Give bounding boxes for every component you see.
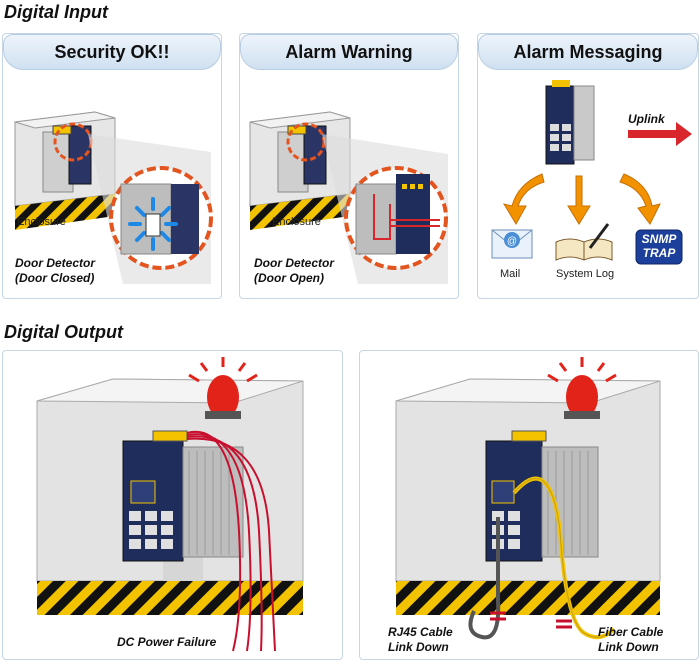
- snmp-line1: SNMP: [641, 232, 677, 246]
- system-log-icon: [555, 223, 613, 261]
- uplink-arrow: [628, 122, 692, 146]
- rj45-line1: RJ45 Cable: [388, 625, 453, 639]
- dc-power-failure-panel: DC Power Failure: [2, 350, 343, 660]
- enclosure-label-2: Enclosure: [272, 216, 321, 228]
- digital-input-title: Digital Input: [4, 2, 108, 22]
- dc-power-failure-label: DC Power Failure: [117, 635, 217, 649]
- door-detector-label-2: Door Detector (Door Open): [254, 256, 334, 286]
- alarm-messaging-panel: Alarm Messaging @ Upl: [477, 33, 699, 299]
- mail-label: Mail: [500, 268, 521, 280]
- alarm-messaging-title: Alarm Messaging: [478, 34, 698, 70]
- door-detector-label: Door Detector (Door Closed): [15, 256, 95, 286]
- rj45-line2: Link Down: [388, 640, 449, 654]
- link-down-panel: RJ45 Cable Link Down Fiber Cable Link Do…: [359, 350, 699, 660]
- alarm-warning-title: Alarm Warning: [240, 34, 458, 70]
- door-detector-line1-2: Door Detector: [254, 256, 335, 270]
- system-log-label: System Log: [556, 268, 615, 280]
- door-closed-illustration: [14, 111, 213, 284]
- snmp-trap-icon: [635, 229, 683, 265]
- enclosure-label: Enclosure: [17, 216, 66, 228]
- alarm-beacon-icon: [188, 357, 258, 419]
- door-detector-line2-2: (Door Open): [254, 271, 324, 285]
- link-down-illustration: [395, 357, 661, 640]
- fiber-line2: Link Down: [598, 640, 659, 654]
- snmp-line2: TRAP: [642, 246, 676, 260]
- door-detector-line2: (Door Closed): [15, 271, 95, 285]
- dc-power-failure-illustration: [36, 357, 304, 652]
- uplink-label: Uplink: [628, 112, 665, 126]
- digital-output-title: Digital Output: [4, 322, 123, 342]
- door-open-illustration: [249, 111, 448, 284]
- security-ok-title: Security OK!!: [3, 34, 221, 70]
- fiber-line1: Fiber Cable: [598, 625, 664, 639]
- svg-text:@: @: [507, 236, 517, 247]
- alarm-messaging-illustration: @: [491, 80, 692, 265]
- fiber-link-down-label: Fiber Cable Link Down: [598, 625, 663, 655]
- alarm-beacon-icon-2: [547, 357, 617, 419]
- alarm-warning-panel: Alarm Warning Enclosure Door Detector (D…: [239, 33, 459, 299]
- security-ok-panel: Security OK!! Enclosure Door Detector (D: [2, 33, 222, 299]
- rj45-link-down-label: RJ45 Cable Link Down: [388, 625, 453, 655]
- door-detector-line1: Door Detector: [15, 256, 96, 270]
- mail-icon: @: [491, 229, 533, 259]
- snmp-trap-text: SNMP TRAP: [636, 232, 682, 260]
